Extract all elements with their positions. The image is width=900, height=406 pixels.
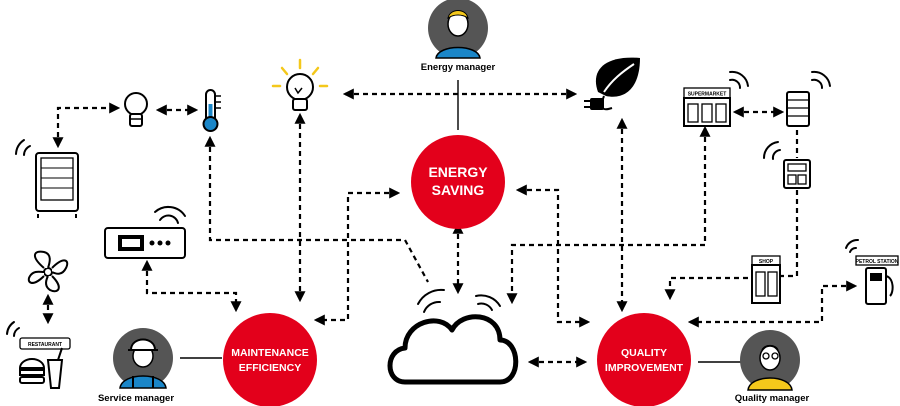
connector-energy-quality [515, 184, 591, 328]
hub-maintenance-line1: MAINTENANCE [231, 347, 309, 359]
energy-manager-avatar [428, 0, 488, 59]
connector-energy-maintenance [313, 187, 401, 326]
leaf-plug-icon [584, 57, 640, 111]
hub-maintenance-efficiency: MAINTENANCE EFFICIENCY [223, 313, 317, 406]
supermarket-label: SUPERMARKET [688, 92, 727, 98]
hub-energy-saving-line2: SAVING [432, 182, 485, 198]
quality-manager-label: Quality manager [735, 393, 810, 404]
shop-label: SHOP [759, 259, 774, 265]
hub-quality-line2: IMPROVEMENT [605, 362, 684, 374]
controller-icon [104, 205, 186, 259]
petrol-station-icon: PETROL STATION [845, 239, 899, 305]
cloud-icon [387, 288, 519, 385]
supermarket-icon: SUPERMARKET [683, 70, 749, 127]
fan-icon [27, 250, 69, 293]
hub-energy-saving-line1: ENERGY [428, 164, 488, 180]
cabinet-icon [786, 70, 831, 127]
hub-quality-improvement: QUALITY IMPROVEMENT [597, 313, 691, 406]
thermometer-icon [202, 89, 221, 132]
restaurant-label: RESTAURANT [28, 342, 62, 348]
connector-thermometer-cloud [204, 135, 429, 283]
connector-supermarket-cloud [506, 125, 711, 305]
connector-controller-maintenance [141, 259, 242, 313]
service-manager-avatar [113, 328, 173, 389]
hub-energy-saving: ENERGY SAVING [411, 135, 505, 229]
connector-unit-shop [780, 190, 799, 278]
petrol-station-label: PETROL STATION [856, 259, 899, 265]
restaurant-icon: RESTAURANT [6, 321, 71, 389]
energy-manager-label: Energy manager [421, 62, 496, 73]
display-fridge-icon [15, 139, 79, 218]
quality-manager-avatar [740, 330, 800, 391]
connector-petrol-quality [687, 280, 858, 328]
bulb-lit-icon [271, 58, 329, 111]
shop-icon: SHOP [751, 255, 781, 304]
hub-quality-line1: QUALITY [621, 347, 667, 359]
controller-unit-icon [762, 141, 811, 189]
connector-fridge-bulb [52, 102, 121, 149]
connector-shop-quality [664, 276, 748, 301]
bulb-icon [124, 92, 148, 127]
hub-maintenance-line2: EFFICIENCY [239, 362, 301, 374]
connectors [42, 80, 858, 368]
service-manager-label: Service manager [98, 393, 174, 404]
